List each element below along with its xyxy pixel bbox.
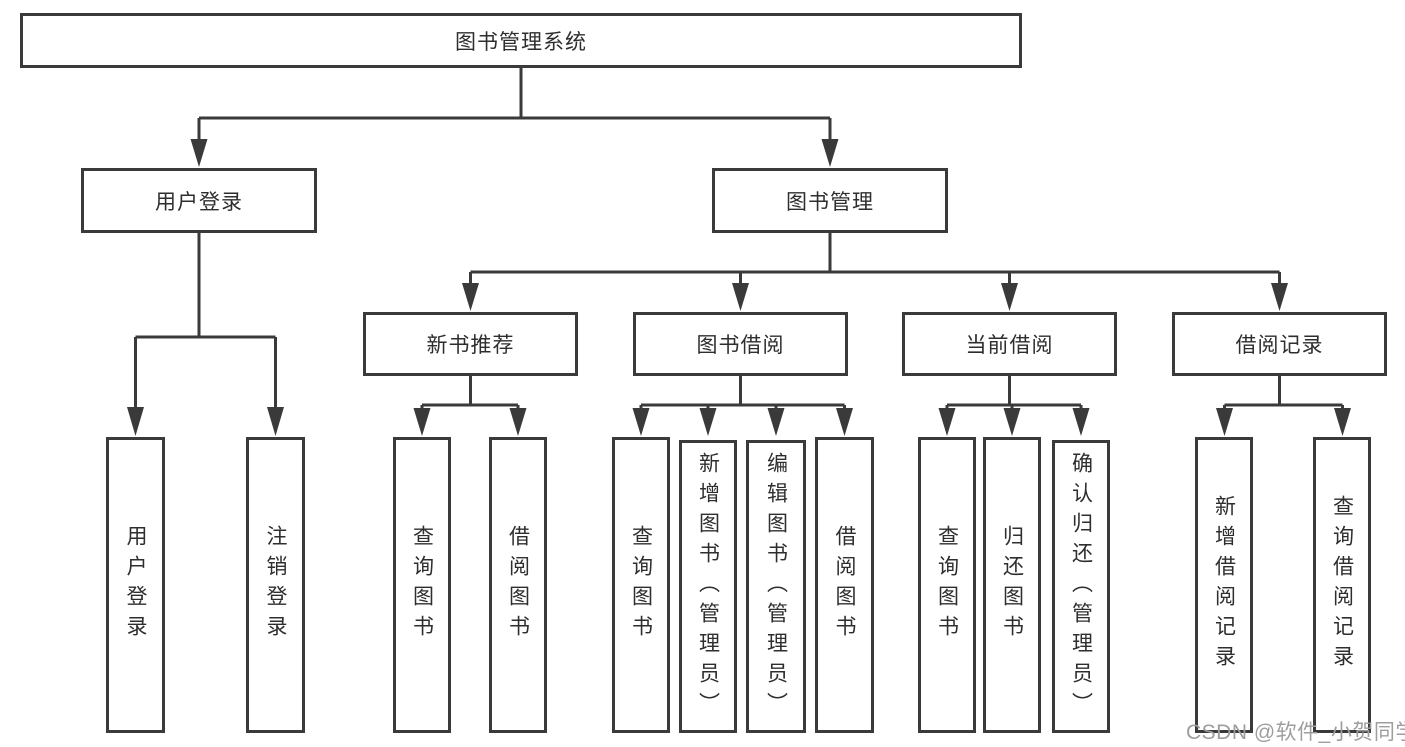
leaf-logout-label: 注销登录 <box>264 525 287 645</box>
leaf-user-login-label: 用户登录 <box>124 525 147 645</box>
leaf-add-borrow-record-label: 新增借阅记录 <box>1212 495 1236 675</box>
leaf-logout: 注销登录 <box>246 437 305 733</box>
leaf-confirm-return-admin: 确认归还（管理员） <box>1052 440 1110 733</box>
node-book-management: 图书管理 <box>712 168 948 233</box>
node-library-system: 图书管理系统 <box>20 13 1022 68</box>
leaf-add-borrow-record: 新增借阅记录 <box>1195 437 1253 733</box>
node-borrow-records: 借阅记录 <box>1172 312 1387 376</box>
node-user-login-label: 用户登录 <box>155 190 243 214</box>
node-book-borrowing-label: 图书借阅 <box>696 334 785 357</box>
leaf-query-books-1: 查询图书 <box>393 437 451 733</box>
node-new-book-recommend-label: 新书推荐 <box>426 334 515 357</box>
leaf-query-borrow-record: 查询借阅记录 <box>1313 437 1371 733</box>
leaf-edit-book-admin: 编辑图书（管理员） <box>746 440 806 733</box>
leaf-query-books-2-label: 查询图书 <box>629 525 653 645</box>
leaf-add-book-admin: 新增图书（管理员） <box>679 440 737 733</box>
node-library-system-label: 图书管理系统 <box>455 30 587 54</box>
watermark: CSDN @软件_小贺同学 <box>1186 721 1405 744</box>
leaf-confirm-return-admin-label: 确认归还（管理员） <box>1069 451 1093 722</box>
leaf-query-borrow-record-label: 查询借阅记录 <box>1330 495 1354 675</box>
leaf-borrow-books-2: 借阅图书 <box>815 437 874 733</box>
node-current-borrowing-label: 当前借阅 <box>965 334 1054 357</box>
leaf-query-books-3: 查询图书 <box>918 437 976 733</box>
node-user-login: 用户登录 <box>81 168 317 233</box>
leaf-query-books-1-label: 查询图书 <box>410 525 434 645</box>
leaf-borrow-books-2-label: 借阅图书 <box>833 525 856 645</box>
leaf-edit-book-admin-label: 编辑图书（管理员） <box>764 451 788 722</box>
leaf-query-books-2: 查询图书 <box>612 437 670 733</box>
node-current-borrowing: 当前借阅 <box>902 312 1117 376</box>
node-book-borrowing: 图书借阅 <box>633 312 848 376</box>
leaf-return-book-label: 归还图书 <box>1000 525 1024 645</box>
node-borrow-records-label: 借阅记录 <box>1235 334 1324 357</box>
leaf-borrow-books-1: 借阅图书 <box>489 437 547 733</box>
leaf-user-login: 用户登录 <box>106 437 165 733</box>
node-book-management-label: 图书管理 <box>786 190 874 214</box>
leaf-borrow-books-1-label: 借阅图书 <box>506 525 530 645</box>
leaf-add-book-admin-label: 新增图书（管理员） <box>696 451 720 722</box>
leaf-query-books-3-label: 查询图书 <box>935 525 959 645</box>
leaf-return-book: 归还图书 <box>983 437 1041 733</box>
node-new-book-recommend: 新书推荐 <box>363 312 578 376</box>
